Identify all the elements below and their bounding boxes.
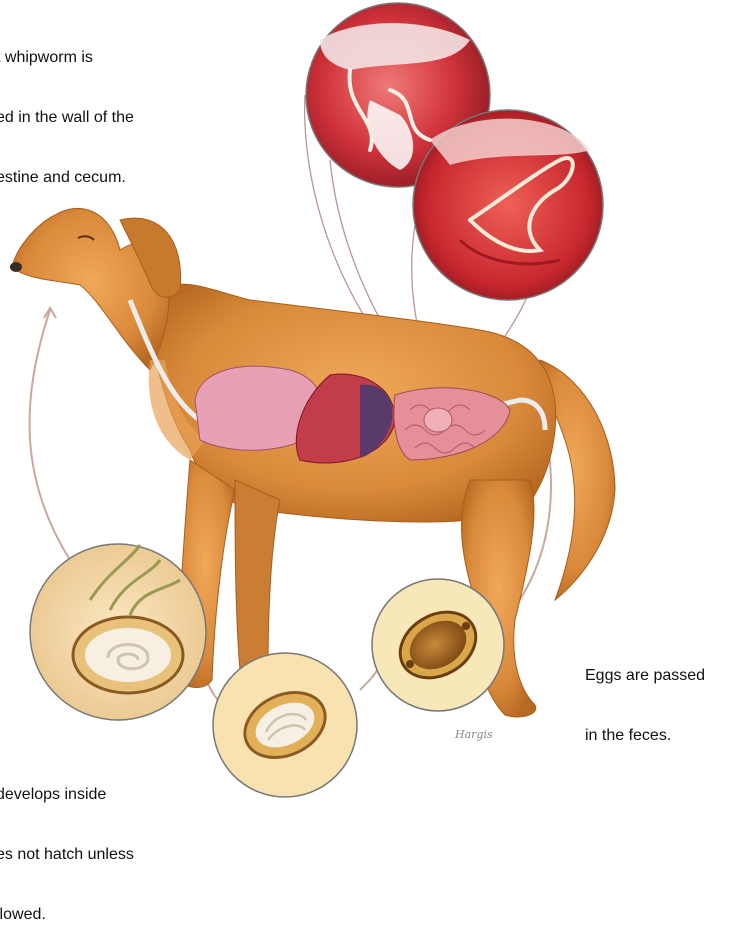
caption-line: t whipworm is: [0, 48, 134, 68]
caption-line: Eggs are passed: [585, 666, 705, 686]
inset-egg-embryonating: [213, 653, 357, 797]
cycle-arc-left: [30, 310, 70, 560]
dog-front-leg-right: [235, 480, 280, 678]
caption-line: es not hatch unless: [0, 845, 134, 865]
dog-nose: [10, 262, 22, 272]
caption-eggs-passed: Eggs are passed in the feces.: [585, 626, 705, 766]
caption-line: in the feces.: [585, 726, 705, 746]
caption-line: ed in the wall of the: [0, 108, 134, 128]
caption-adult-whipworm: t whipworm is ed in the wall of the esti…: [0, 8, 134, 208]
cecum: [424, 408, 452, 432]
inset-egg-unembryonated: [372, 579, 504, 711]
inset-intestine-wall-2: [413, 110, 603, 300]
artist-signature: Hargis: [454, 728, 493, 741]
caption-line: estine and cecum.: [0, 168, 134, 188]
inset-egg-in-soil: [30, 544, 206, 720]
caption-line: develops inside: [0, 785, 134, 805]
caption-larva-develops: develops inside es not hatch unless llow…: [0, 745, 134, 945]
caption-line: llowed.: [0, 905, 134, 925]
